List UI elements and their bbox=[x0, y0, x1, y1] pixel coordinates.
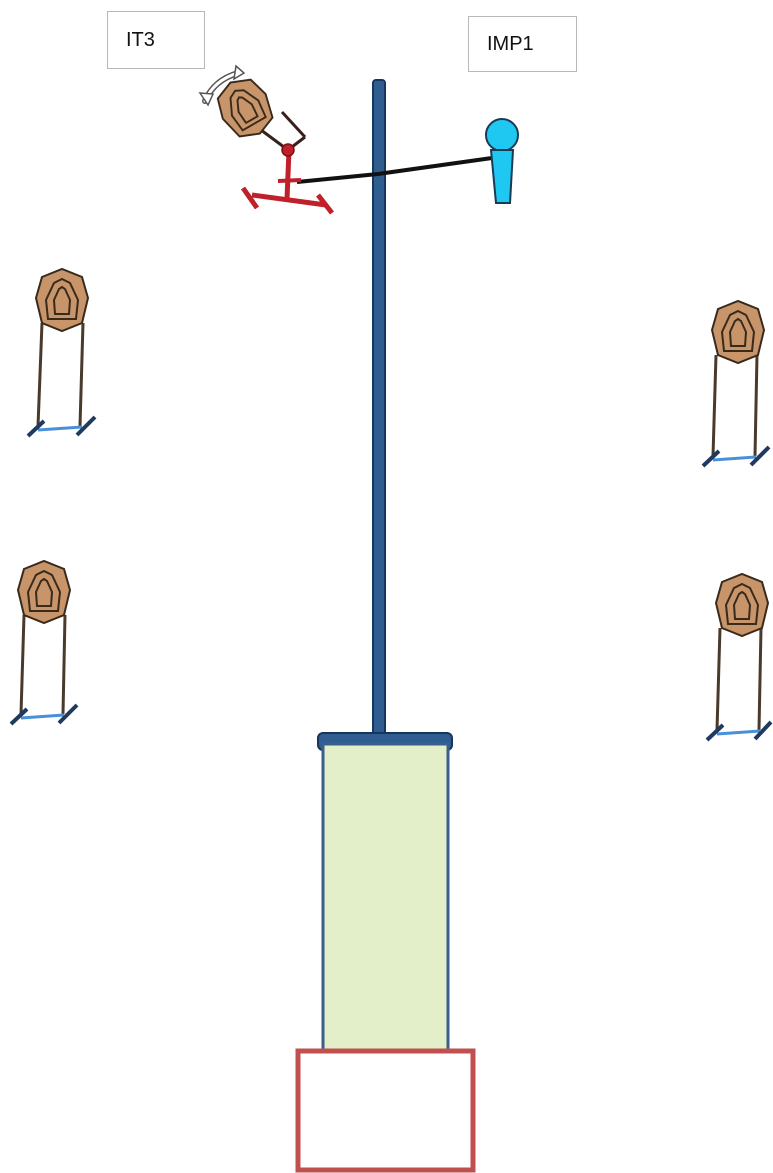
imp1-label-text: IMP1 bbox=[487, 32, 534, 55]
start-box bbox=[295, 1048, 476, 1173]
imp1-label: IMP1 bbox=[468, 16, 577, 72]
static-target-right-upper bbox=[701, 300, 771, 468]
imp1-popper-target bbox=[377, 118, 519, 204]
center-pole bbox=[372, 79, 386, 741]
it3-swinging-target bbox=[208, 69, 379, 215]
rotation-arrow-icon bbox=[198, 64, 246, 107]
static-target-left-upper bbox=[26, 268, 97, 438]
shooting-area bbox=[317, 732, 453, 1052]
it3-label-text: IT3 bbox=[126, 28, 155, 51]
static-target-left-lower bbox=[9, 560, 79, 726]
it3-label: IT3 bbox=[107, 11, 205, 69]
static-target-right-lower bbox=[705, 573, 773, 742]
